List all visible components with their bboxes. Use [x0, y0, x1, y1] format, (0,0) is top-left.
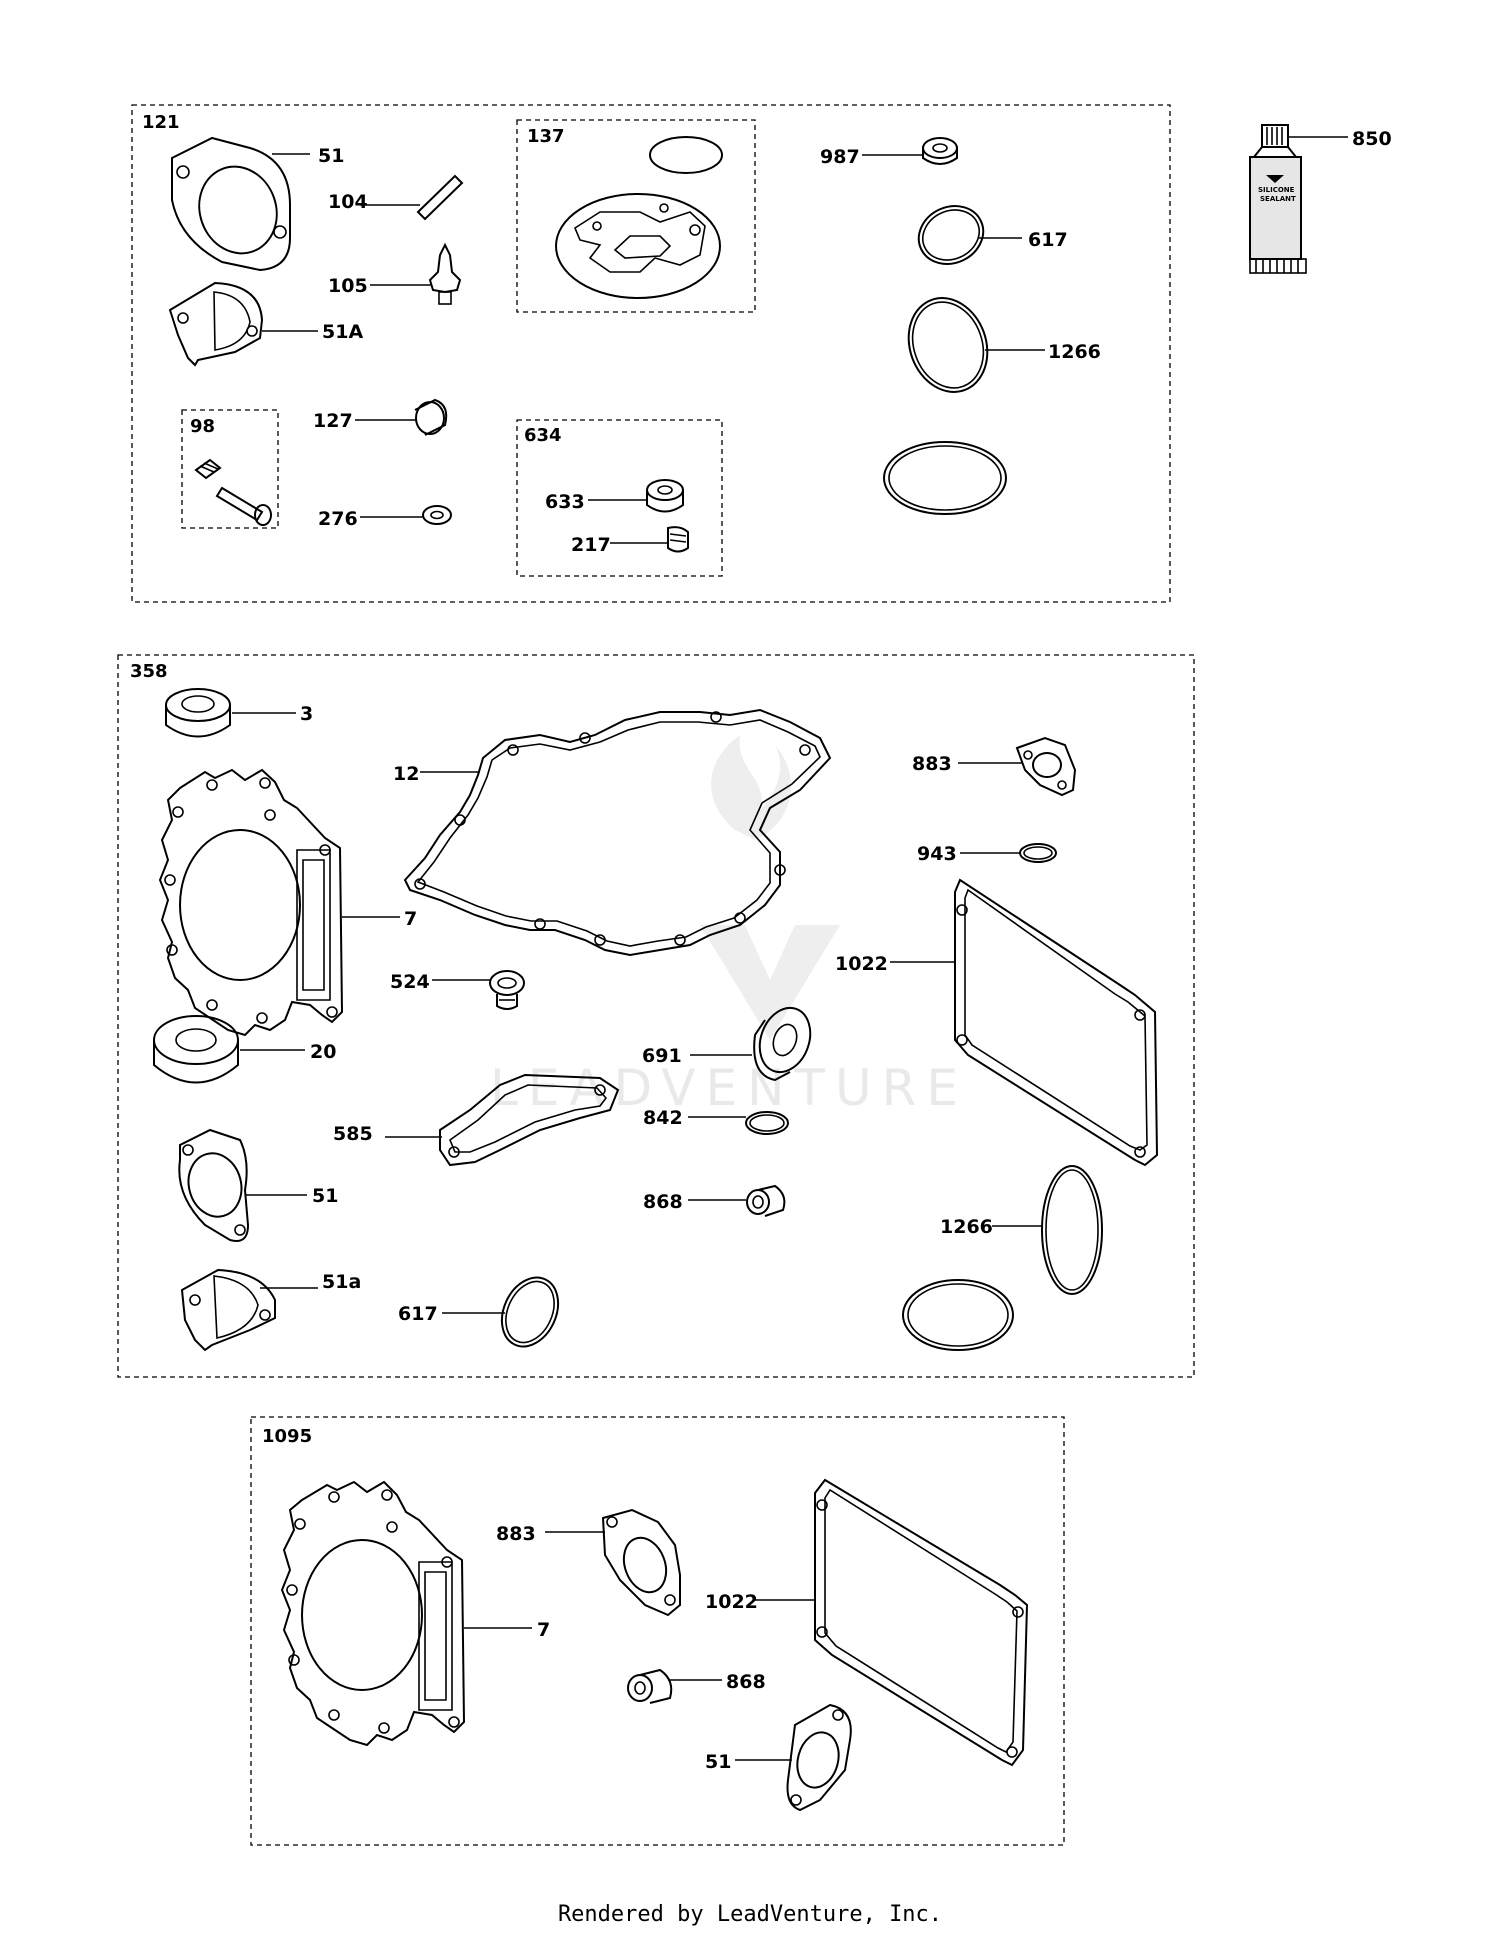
- part-883-gasket: 883: [496, 1508, 681, 1617]
- part-label: 20: [310, 1041, 336, 1063]
- part-1022-cover-gasket: 1022: [705, 1478, 1029, 1767]
- part-label: 617: [398, 1303, 438, 1325]
- part-label: 51a: [322, 1271, 361, 1293]
- footer-credit: Rendered by LeadVenture, Inc.: [557, 1902, 943, 1927]
- part-label: 1022: [705, 1591, 758, 1613]
- part-1022-cover-gasket: 1022: [835, 878, 1159, 1167]
- kit-1095-id: 1095: [262, 1426, 312, 1447]
- part-label: 7: [537, 1619, 550, 1641]
- part-label: 51: [318, 145, 344, 167]
- part-label: 1022: [835, 953, 888, 975]
- part-943-o-ring: 943: [917, 843, 1057, 865]
- kit-634: 634 633 217: [516, 419, 723, 577]
- part-label: 987: [820, 146, 860, 168]
- part-label: 276: [318, 508, 358, 530]
- part-217-spring: 217: [571, 526, 689, 556]
- part-label: 1266: [1048, 341, 1101, 363]
- part-label: 51: [312, 1185, 338, 1207]
- part-label: 7: [404, 908, 417, 930]
- part-98-screw-spring: [194, 458, 272, 526]
- kit-121: 121 51 104 105: [131, 104, 1171, 603]
- kit-137: 137: [516, 119, 756, 313]
- part-label: 868: [726, 1671, 766, 1693]
- part-883-gasket: 883: [912, 736, 1077, 797]
- part-label: 943: [917, 843, 957, 865]
- part-617-o-ring: 617: [917, 205, 1068, 265]
- kit-98: 98: [181, 409, 279, 529]
- part-label: 524: [390, 971, 430, 993]
- part-691-oil-seal: 691: [642, 1006, 812, 1082]
- part-524-plug: 524: [390, 970, 525, 1010]
- part-label: 883: [496, 1523, 536, 1545]
- part-617-o-ring: 617: [398, 1276, 560, 1348]
- kit-634-id: 634: [524, 425, 562, 446]
- part-label: 104: [328, 191, 368, 213]
- watermark: LEADVENTURE: [490, 735, 968, 1117]
- part-3-oil-seal: 3: [165, 688, 313, 738]
- watermark-flame-icon: [711, 735, 792, 840]
- part-51-gasket: 51: [705, 1703, 852, 1812]
- kit-358-id: 358: [130, 661, 168, 682]
- part-1266-o-ring: 1266: [940, 1165, 1103, 1295]
- part-868-bushing: 868: [643, 1184, 786, 1217]
- part-1266-o-ring: 1266: [907, 297, 1101, 393]
- part-137-o-ring: [649, 136, 723, 174]
- watermark-v-icon: [700, 925, 840, 1040]
- part-label: 1266: [940, 1216, 993, 1238]
- part-987-bushing: 987: [820, 137, 958, 168]
- part-label: 51A: [322, 321, 363, 343]
- tube-logo-icon: [1266, 175, 1284, 183]
- part-51-gasket: 51: [171, 136, 344, 272]
- part-51A-gasket: 51A: [168, 281, 363, 367]
- part-label: 12: [393, 763, 419, 785]
- part-868-bushing: 868: [627, 1668, 766, 1704]
- kit-1095: 1095 7 883: [250, 1416, 1065, 1846]
- part-51-gasket: 51: [178, 1128, 338, 1242]
- part-label: 3: [300, 703, 313, 725]
- part-7-head-gasket: 7: [280, 1480, 550, 1747]
- part-label: 105: [328, 275, 368, 297]
- part-7-head-gasket: 7: [158, 768, 417, 1037]
- part-label: 868: [643, 1191, 683, 1213]
- part-127-plug: 127: [313, 398, 448, 436]
- part-label: 842: [643, 1107, 683, 1129]
- tube-text-line-1: SILICONE: [1258, 186, 1295, 194]
- part-842-o-ring: 842: [643, 1107, 789, 1135]
- part-12-crankcase-gasket: 12: [393, 708, 832, 957]
- part-label: 51: [705, 1751, 731, 1773]
- part-label: 217: [571, 534, 611, 556]
- part-276-washer: 276: [318, 505, 452, 530]
- part-633-seat: 633: [545, 479, 684, 513]
- part-large-o-ring: [902, 1279, 1014, 1351]
- part-label: 633: [545, 491, 585, 513]
- watermark-text: LEADVENTURE: [490, 1059, 968, 1117]
- part-label: 127: [313, 410, 353, 432]
- part-105-needle: 105: [328, 242, 462, 305]
- part-label: 585: [333, 1123, 373, 1145]
- kit-98-id: 98: [190, 416, 215, 437]
- part-51a-gasket: 51a: [180, 1268, 361, 1352]
- part-label: 850: [1352, 128, 1392, 150]
- part-label: 617: [1028, 229, 1068, 251]
- part-104-pin: 104: [328, 174, 464, 221]
- part-137-diaphragm-gasket: [555, 193, 721, 299]
- part-20-oil-seal: 20: [153, 1015, 336, 1084]
- part-850-sealant-tube: SILICONE SEALANT 850: [1249, 124, 1392, 274]
- part-585-gasket: 585: [333, 1073, 620, 1167]
- tube-text-line-2: SEALANT: [1260, 195, 1296, 203]
- part-large-o-ring: [883, 441, 1007, 515]
- part-label: 883: [912, 753, 952, 775]
- kit-121-id: 121: [142, 112, 180, 133]
- kit-358: 358 3 12: [117, 654, 1195, 1378]
- part-label: 691: [642, 1045, 682, 1067]
- kit-137-id: 137: [527, 126, 565, 147]
